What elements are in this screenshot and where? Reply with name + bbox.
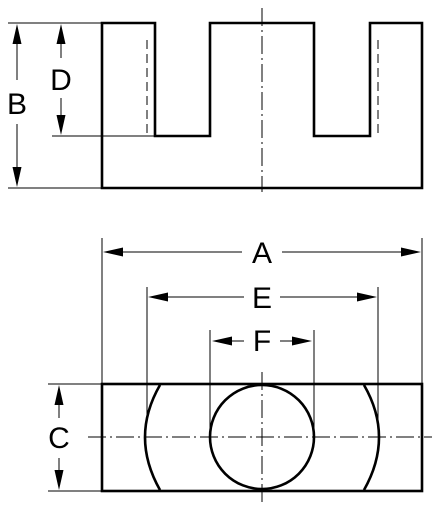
dimension-e: E [148, 282, 377, 315]
dimension-f-arrow-right [292, 336, 312, 346]
dimension-d-arrow-top [56, 24, 66, 44]
dimension-b-arrow-bottom [12, 167, 22, 187]
dimension-d: D [50, 24, 72, 135]
dimension-f-arrow-left [212, 336, 232, 346]
dimension-b-label: B [7, 88, 27, 121]
dimension-a-arrow-right [401, 247, 421, 257]
dimension-c-arrow-top [54, 385, 64, 405]
dimension-c-label: C [48, 422, 70, 455]
dimension-a-arrow-left [103, 247, 123, 257]
dimension-b: B [7, 24, 27, 187]
dimension-f-label: F [253, 325, 271, 358]
dimension-c: C [48, 385, 70, 490]
dimension-e-arrow-left [148, 292, 168, 302]
dimension-b-arrow-top [12, 24, 22, 44]
dimension-c-arrow-bottom [54, 470, 64, 490]
dimension-a-label: A [252, 237, 272, 270]
dimension-d-arrow-bottom [56, 115, 66, 135]
dimension-e-label: E [252, 282, 272, 315]
top-view: A E F C [48, 237, 432, 502]
side-view: B D [7, 8, 424, 192]
dimension-a: A [103, 237, 421, 270]
dimension-d-label: D [50, 64, 72, 97]
dimension-e-arrow-right [357, 292, 377, 302]
dimension-f: F [212, 325, 312, 358]
